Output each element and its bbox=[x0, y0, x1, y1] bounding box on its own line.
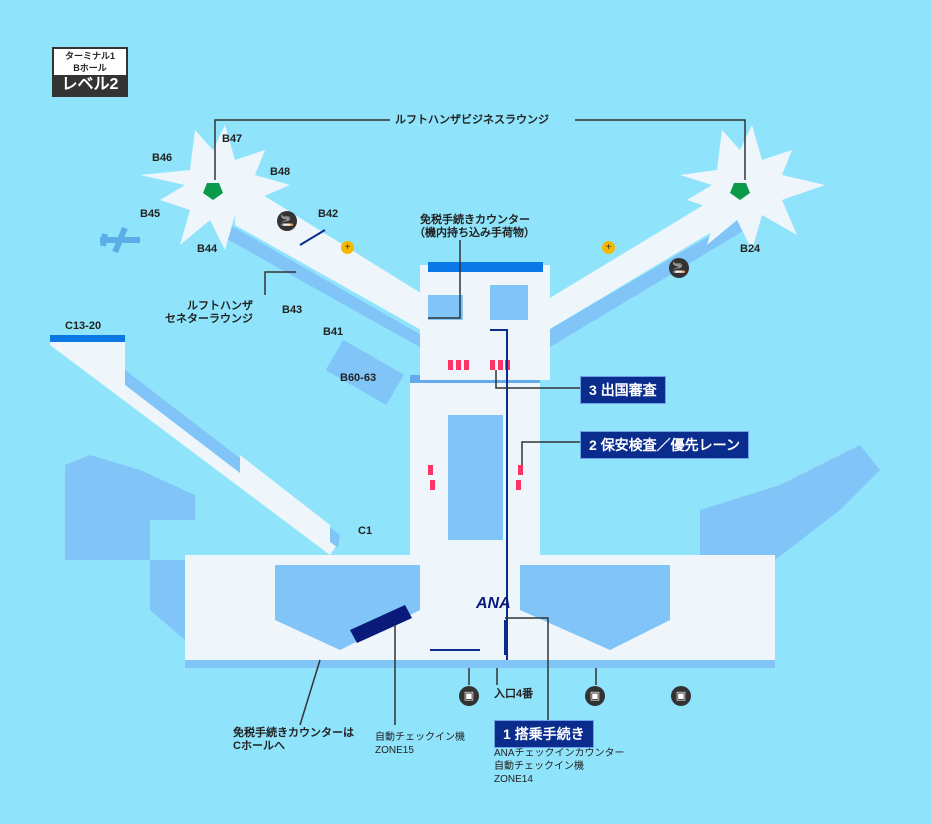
ana-counter-label: ANAチェックインカウンター 自動チェックイン機 ZONE14 bbox=[494, 747, 625, 786]
gate-b46: B46 bbox=[152, 152, 173, 164]
ana-line-3: ZONE14 bbox=[494, 774, 533, 785]
taxfree-hand-label: 免税手続きカウンター （機内持ち込み手荷物） bbox=[414, 214, 535, 240]
gate-c1: C1 bbox=[358, 525, 373, 537]
step-num: 2 bbox=[589, 437, 597, 453]
bus-icon: ▣ bbox=[671, 686, 691, 706]
central-building bbox=[420, 265, 550, 380]
gate-b45: B45 bbox=[140, 208, 161, 220]
taxfree-hand-line-2: （機内持ち込み手荷物） bbox=[414, 227, 535, 239]
gate-c13-20: C13-20 bbox=[65, 320, 102, 332]
step-2-security: 2 保安検査／優先レーン bbox=[580, 431, 749, 459]
level-indicator: ターミナル1 Bホール レベル2 bbox=[52, 47, 128, 97]
level-label: レベル2 bbox=[54, 75, 126, 95]
senator-lounge-label: ルフトハンザ セネターラウンジ bbox=[165, 300, 253, 326]
kiosk15-line-2: ZONE15 bbox=[375, 745, 414, 756]
smoking-area-icon: 🚬 bbox=[277, 211, 297, 231]
step-label: 出国審査 bbox=[600, 382, 657, 398]
entrance-label: 入口4番 bbox=[494, 688, 534, 700]
step-1-checkin: 1 搭乗手続き bbox=[494, 720, 594, 748]
left-satellite bbox=[140, 125, 290, 250]
gate-b48: B48 bbox=[270, 166, 291, 178]
bus-icon: ▣ bbox=[459, 686, 479, 706]
gate-b41: B41 bbox=[323, 326, 344, 338]
step-label: 搭乗手続き bbox=[514, 726, 585, 742]
terminal-label: ターミナル1 bbox=[64, 51, 115, 61]
pharmacy-icon: + bbox=[602, 241, 615, 254]
lufthansa-business-lounge-label: ルフトハンザビジネスラウンジ bbox=[395, 114, 549, 126]
step-3-immigration: 3 出国審査 bbox=[580, 376, 666, 404]
kiosk-zone15-label: 自動チェックイン機 ZONE15 bbox=[375, 731, 465, 757]
gate-b24: B24 bbox=[740, 243, 761, 255]
left-wing bbox=[65, 455, 195, 640]
gate-b42: B42 bbox=[318, 208, 339, 220]
right-satellite bbox=[680, 125, 825, 250]
gate-b43: B43 bbox=[282, 304, 303, 316]
kiosk-zone15 bbox=[350, 605, 412, 643]
ana-line-1: ANAチェックインカウンター bbox=[494, 748, 625, 759]
kiosk15-line-1: 自動チェックイン機 bbox=[375, 732, 465, 743]
pharmacy-icon: + bbox=[341, 241, 354, 254]
gate-b47: B47 bbox=[222, 133, 243, 145]
bus-icon: ▣ bbox=[585, 686, 605, 706]
gate-b60-63: B60-63 bbox=[340, 372, 377, 384]
ana-logo: ANA bbox=[476, 595, 511, 612]
taxfree-hand-line-1: 免税手続きカウンター bbox=[420, 214, 530, 226]
hall-label: Bホール bbox=[73, 63, 107, 73]
step-num: 3 bbox=[589, 382, 597, 398]
senator-line-2: セネターラウンジ bbox=[165, 313, 253, 325]
senator-line-1: ルフトハンザ bbox=[187, 300, 253, 312]
taxfree-c-line-2: Cホールへ bbox=[233, 740, 285, 752]
taxfree-c-label: 免税手続きカウンターは Cホールへ bbox=[233, 727, 354, 753]
gate-b44: B44 bbox=[197, 243, 218, 255]
c-pier bbox=[50, 335, 340, 555]
smoking-area-icon: 🚬 bbox=[669, 258, 689, 278]
right-pier bbox=[530, 195, 740, 335]
ana-line-2: 自動チェックイン機 bbox=[494, 761, 584, 772]
step-num: 1 bbox=[503, 726, 511, 742]
taxfree-c-line-1: 免税手続きカウンターは bbox=[233, 727, 354, 739]
step-label: 保安検査／優先レーン bbox=[600, 437, 740, 453]
airplane-icon bbox=[100, 226, 140, 254]
